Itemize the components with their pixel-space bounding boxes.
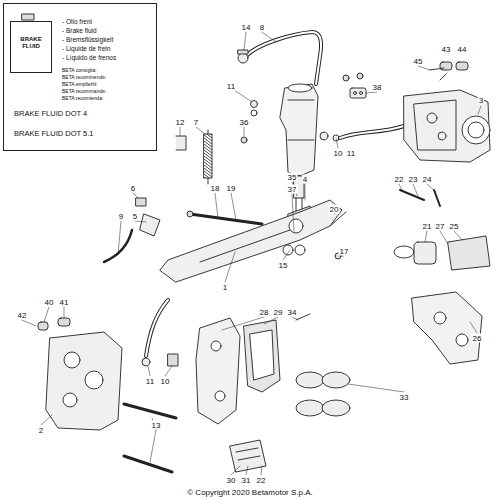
callout-number: 22	[394, 175, 405, 184]
callout-number: 8	[259, 23, 265, 32]
callout-number: 5	[132, 212, 138, 221]
callout-number: 28	[259, 308, 270, 317]
callout-number: 11	[346, 149, 356, 158]
callout-number: 29	[273, 308, 284, 317]
callout-number: 4	[302, 175, 308, 184]
callout-number: 37	[287, 185, 298, 194]
callout-number: 10	[160, 377, 171, 386]
callout-number: 41	[59, 298, 70, 307]
callout-number: 7	[193, 118, 199, 127]
callout-number: 6	[130, 184, 136, 193]
callout-number: 10	[333, 149, 344, 158]
panel-text: BETA recomienda:	[62, 96, 103, 102]
fluid-bottle: BRAKE FLUID	[10, 21, 52, 73]
callout-number: 1	[222, 283, 228, 292]
panel-text: BETA recommends:	[62, 75, 106, 81]
panel-text: - Bremsflüssigkeit	[62, 36, 113, 43]
callout-number: 24	[422, 175, 433, 184]
legend-panel: - Olio freni - Brake fluid - Bremsflüssigk…	[3, 3, 157, 151]
callout-number: 14	[241, 23, 252, 32]
callout-number: 21	[422, 222, 433, 231]
panel-text: BETA recommande:	[62, 89, 106, 95]
panel-text: - Olio freni	[62, 18, 92, 25]
callout-number: 30	[226, 476, 237, 485]
callout-number: 45	[413, 57, 424, 66]
callout-number: 31	[241, 476, 252, 485]
bottle-label: BRAKE FLUID	[14, 36, 48, 49]
panel-text: - Brake fluid	[62, 27, 97, 34]
callout-number: 38	[372, 83, 383, 92]
callout-number: 11	[226, 82, 236, 91]
callout-number: 43	[441, 45, 452, 54]
copyright-caption: © Copyright 2020 Betamotor S.p.A.	[186, 488, 314, 497]
panel-text: BETA consiglia:	[62, 68, 97, 74]
callout-number: 25	[449, 222, 460, 231]
callout-number: 18	[210, 184, 221, 193]
callout-number: 13	[151, 421, 162, 430]
callout-number: 33	[399, 393, 410, 402]
callout-number: 22	[256, 476, 267, 485]
callout-number: 35	[287, 173, 298, 182]
callout-number: 34	[287, 308, 298, 317]
callout-number: 2	[38, 426, 44, 435]
callout-number: 20	[329, 205, 340, 214]
callout-number: 44	[457, 45, 468, 54]
panel-text: - Liquide de frein	[62, 45, 110, 52]
callout-number: 3	[478, 96, 484, 105]
callout-number: 42	[17, 311, 28, 320]
callout-number: 23	[408, 175, 419, 184]
callout-number: 9	[118, 212, 124, 221]
callout-number: 27	[435, 222, 446, 231]
panel-text: BRAKE FLUID DOT 4	[14, 110, 87, 118]
callout-number: 15	[278, 261, 289, 270]
callout-number: 12	[175, 118, 186, 127]
panel-text: BETA empfiehlt:	[62, 82, 97, 88]
callout-number: 19	[226, 184, 237, 193]
callout-number: 17	[339, 247, 350, 256]
callout-number: 40	[44, 298, 55, 307]
panel-text: BRAKE FLUID DOT 5.1	[14, 130, 93, 138]
callout-number: 26	[472, 334, 483, 343]
callout-number: 36	[239, 118, 250, 127]
callout-number: 11	[145, 377, 155, 386]
panel-text: - Líquido de frenos	[62, 54, 116, 61]
